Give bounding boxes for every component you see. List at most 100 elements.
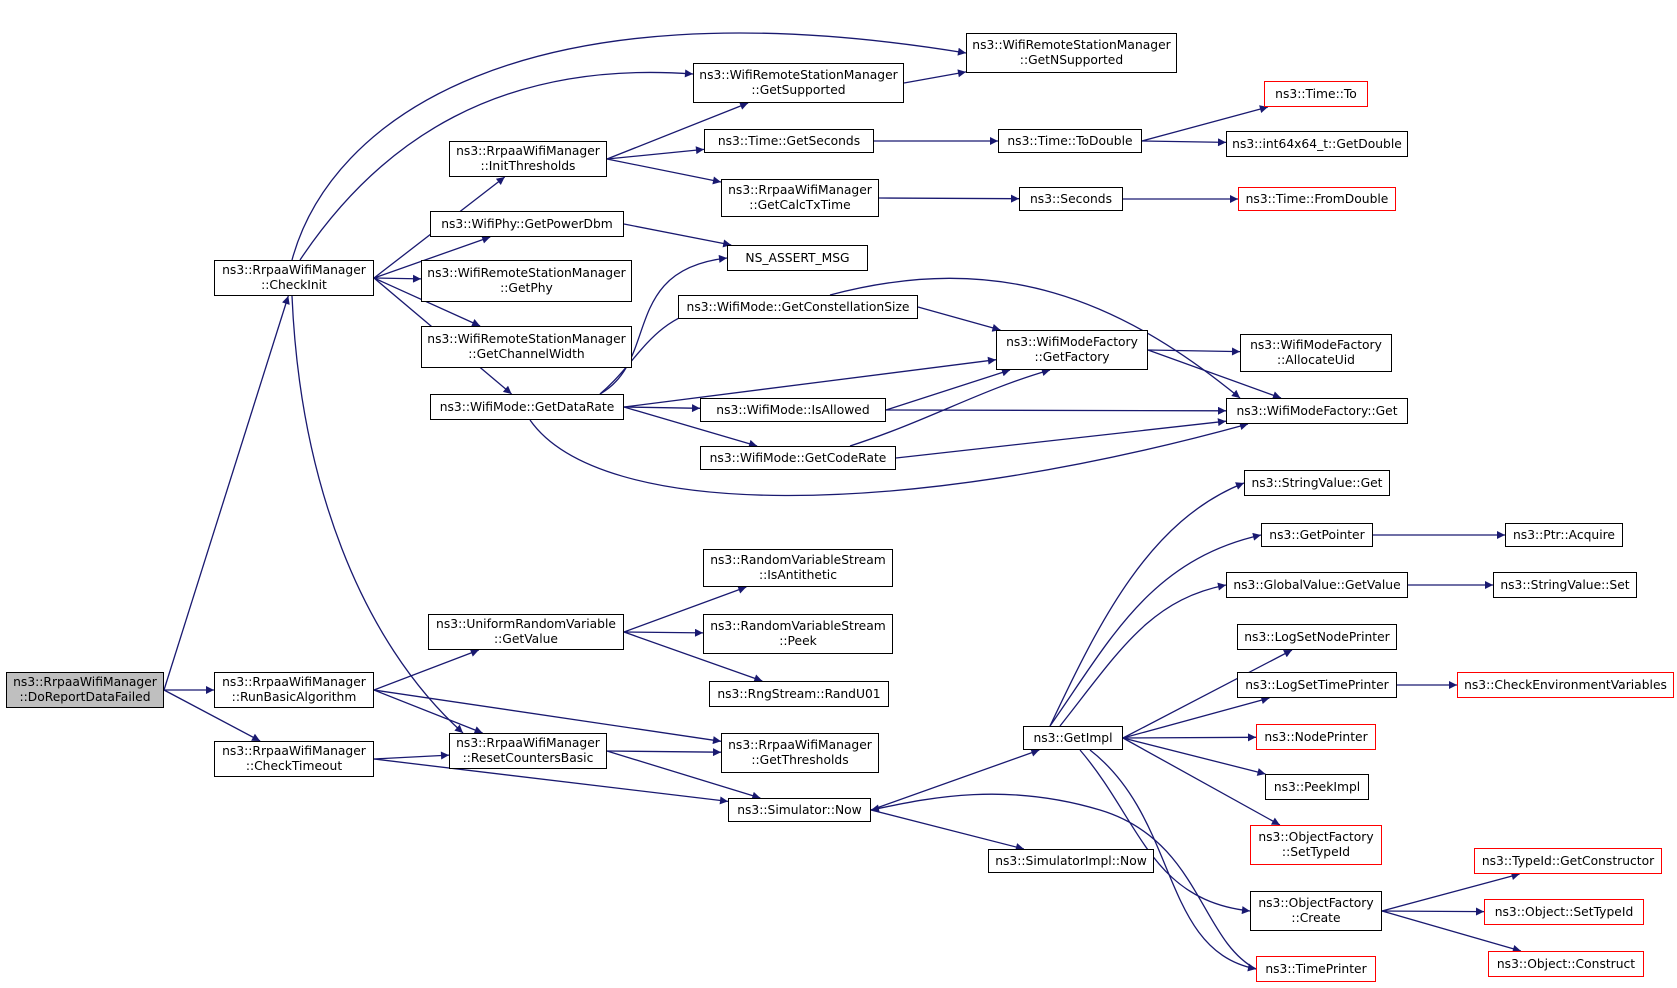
node-getdatarate[interactable]: ns3::WifiMode::GetDataRate <box>430 394 624 420</box>
edge-getcalctxtime-to-seconds <box>878 194 1020 203</box>
edge-getdatarate-to-nsassert <box>599 254 728 395</box>
node-getnsupported[interactable]: ns3::WifiRemoteStationManager::GetNSuppo… <box>966 33 1177 73</box>
node-typeidgetctor[interactable]: ns3::TypeId::GetConstructor <box>1474 848 1662 874</box>
edge-initthresholds-to-getcalctxtime <box>606 158 722 185</box>
node-resetcounters[interactable]: ns3::RrpaaWifiManager::ResetCountersBasi… <box>449 733 607 769</box>
node-checkenv[interactable]: ns3::CheckEnvironmentVariables <box>1457 672 1674 698</box>
edge-simnow-to-getimpl <box>870 748 1040 811</box>
node-label-line1: ns3::StringValue::Get <box>1251 475 1383 490</box>
node-label-line2: ::Create <box>1291 911 1341 925</box>
node-checktimeout[interactable]: ns3::RrpaaWifiManager::CheckTimeout <box>214 741 374 777</box>
node-stringvalueset[interactable]: ns3::StringValue::Set <box>1493 572 1637 598</box>
node-label-line1: ns3::Seconds <box>1030 191 1112 206</box>
node-stringvalueget[interactable]: ns3::StringValue::Get <box>1244 470 1390 496</box>
node-isantithetic[interactable]: ns3::RandomVariableStream::IsAntithetic <box>703 549 893 587</box>
node-timeto[interactable]: ns3::Time::To <box>1264 81 1368 107</box>
node-simnow[interactable]: ns3::Simulator::Now <box>728 798 871 822</box>
node-ofcreate[interactable]: ns3::ObjectFactory::Create <box>1250 891 1382 931</box>
node-label-line2: ::GetPhy <box>500 281 553 295</box>
node-getcoderate[interactable]: ns3::WifiMode::GetCodeRate <box>700 446 896 470</box>
edge-urvgetvalue-to-randu01 <box>623 631 763 683</box>
edge-getdatarate-to-isallowed <box>623 404 701 413</box>
edge-urvgetvalue-to-peek <box>623 628 704 637</box>
node-nsassert[interactable]: NS_ASSERT_MSG <box>727 245 868 271</box>
node-seconds[interactable]: ns3::Seconds <box>1019 187 1123 211</box>
node-label-line1: ns3::TypeId::GetConstructor <box>1481 853 1655 868</box>
node-objconstruct[interactable]: ns3::Object::Construct <box>1488 951 1644 977</box>
node-wmfget[interactable]: ns3::WifiModeFactory::Get <box>1226 398 1408 424</box>
node-label-line2: ::GetFactory <box>1034 350 1110 364</box>
node-label-line1: ns3::RandomVariableStream <box>710 553 886 567</box>
node-initthresholds[interactable]: ns3::RrpaaWifiManager::InitThresholds <box>449 141 607 177</box>
node-simimplnow[interactable]: ns3::SimulatorImpl::Now <box>988 849 1154 873</box>
node-ptracquire[interactable]: ns3::Ptr::Acquire <box>1505 523 1623 547</box>
edge-getpowerdbm-to-nsassert <box>623 223 732 248</box>
node-label-line1: ns3::ObjectFactory <box>1258 830 1374 844</box>
node-randu01[interactable]: ns3::RngStream::RandU01 <box>709 681 889 707</box>
node-label-line1: ns3::WifiMode::GetConstellationSize <box>686 299 910 314</box>
node-getpointer[interactable]: ns3::GetPointer <box>1261 523 1373 547</box>
edge-checkinit-to-getsupported <box>299 69 694 261</box>
node-int64getdouble[interactable]: ns3::int64x64_t::GetDouble <box>1226 131 1408 157</box>
edge-doreport-to-checktimeout <box>163 689 261 742</box>
node-label-line1: ns3::Ptr::Acquire <box>1513 527 1615 542</box>
node-label-line1: ns3::RrpaaWifiManager <box>13 675 157 689</box>
edge-getfactory-to-wmfget <box>1147 349 1282 400</box>
edge-getsupported-to-getnsupported <box>903 69 967 84</box>
node-fromdouble[interactable]: ns3::Time::FromDouble <box>1238 187 1396 211</box>
node-logsettimeprinter[interactable]: ns3::LogSetTimePrinter <box>1237 672 1397 698</box>
node-peekimpl[interactable]: ns3::PeekImpl <box>1265 774 1369 800</box>
edge-getimpl-to-logsetnodeprinter <box>1122 649 1293 739</box>
node-getimpl[interactable]: ns3::GetImpl <box>1023 726 1123 750</box>
node-getpowerdbm[interactable]: ns3::WifiPhy::GetPowerDbm <box>430 211 624 237</box>
node-getfactory[interactable]: ns3::WifiModeFactory::GetFactory <box>996 330 1148 370</box>
node-timeprinter[interactable]: ns3::TimePrinter <box>1256 956 1376 982</box>
edge-checkinit-to-getchannelwidth <box>373 277 481 327</box>
node-getconstellation[interactable]: ns3::WifiMode::GetConstellationSize <box>678 295 918 319</box>
node-label-line2: ::CheckInit <box>261 278 327 292</box>
node-getsupported[interactable]: ns3::WifiRemoteStationManager::GetSuppor… <box>693 63 904 103</box>
node-peek[interactable]: ns3::RandomVariableStream::Peek <box>703 614 893 654</box>
node-getphy[interactable]: ns3::WifiRemoteStationManager::GetPhy <box>421 260 632 302</box>
node-label-line1: ns3::Object::Construct <box>1496 956 1636 971</box>
node-urvgetvalue[interactable]: ns3::UniformRandomVariable::GetValue <box>428 614 624 650</box>
node-label-line1: ns3::Simulator::Now <box>737 802 862 817</box>
edge-resetcounters-to-getthresholds <box>606 748 722 757</box>
node-label-line2: ::RunBasicAlgorithm <box>231 690 357 704</box>
node-nodeprinter[interactable]: ns3::NodePrinter <box>1256 724 1376 750</box>
node-label-line1: ns3::WifiMode::GetCodeRate <box>709 450 887 465</box>
edge-getcoderate-to-getfactory <box>849 368 1051 447</box>
node-label-line1: ns3::StringValue::Set <box>1500 577 1630 592</box>
node-getthresholds[interactable]: ns3::RrpaaWifiManager::GetThresholds <box>721 733 879 773</box>
node-label-line2: ::IsAntithetic <box>759 568 837 582</box>
node-todouble[interactable]: ns3::Time::ToDouble <box>998 129 1142 153</box>
node-globalgetvalue[interactable]: ns3::GlobalValue::GetValue <box>1226 572 1408 598</box>
node-label-line1: ns3::PeekImpl <box>1273 779 1361 794</box>
edge-checkinit-to-getphy <box>373 274 422 283</box>
node-runbasic[interactable]: ns3::RrpaaWifiManager::RunBasicAlgorithm <box>214 672 374 708</box>
node-label-line1: ns3::RrpaaWifiManager <box>456 144 600 158</box>
node-label-line1: ns3::GlobalValue::GetValue <box>1233 577 1401 592</box>
node-label-line1: ns3::RrpaaWifiManager <box>456 736 600 750</box>
edge-getimpl-to-nodeprinter <box>1122 733 1257 742</box>
node-label-line1: ns3::ObjectFactory <box>1258 896 1374 910</box>
node-getchannelwidth[interactable]: ns3::WifiRemoteStationManager::GetChanne… <box>421 326 632 368</box>
node-label-line1: ns3::RrpaaWifiManager <box>222 744 366 758</box>
edge-checkinit-to-getpowerdbm <box>373 235 491 279</box>
node-getcalctxtime[interactable]: ns3::RrpaaWifiManager::GetCalcTxTime <box>721 179 879 217</box>
node-label-line2: ::GetValue <box>494 632 558 646</box>
edge-getimpl-to-timeprinter <box>1089 749 1257 972</box>
node-logsetnodeprinter[interactable]: ns3::LogSetNodePrinter <box>1237 624 1397 650</box>
edge-checktimeout-to-resetcounters <box>373 751 450 760</box>
node-label-line2: ::AllocateUid <box>1277 353 1355 367</box>
node-label-line1: ns3::CheckEnvironmentVariables <box>1464 677 1667 692</box>
node-timegetseconds[interactable]: ns3::Time::GetSeconds <box>704 129 874 153</box>
node-checkinit[interactable]: ns3::RrpaaWifiManager::CheckInit <box>214 260 374 296</box>
edge-isallowed-to-getfactory <box>885 368 1011 411</box>
node-objsettypeid[interactable]: ns3::Object::SetTypeId <box>1484 899 1644 925</box>
node-ofsettypeid[interactable]: ns3::ObjectFactory::SetTypeId <box>1250 825 1382 865</box>
edge-checktimeout-to-simnow <box>373 758 729 805</box>
node-isallowed[interactable]: ns3::WifiMode::IsAllowed <box>700 398 886 422</box>
node-allocateuid[interactable]: ns3::WifiModeFactory::AllocateUid <box>1240 334 1392 372</box>
